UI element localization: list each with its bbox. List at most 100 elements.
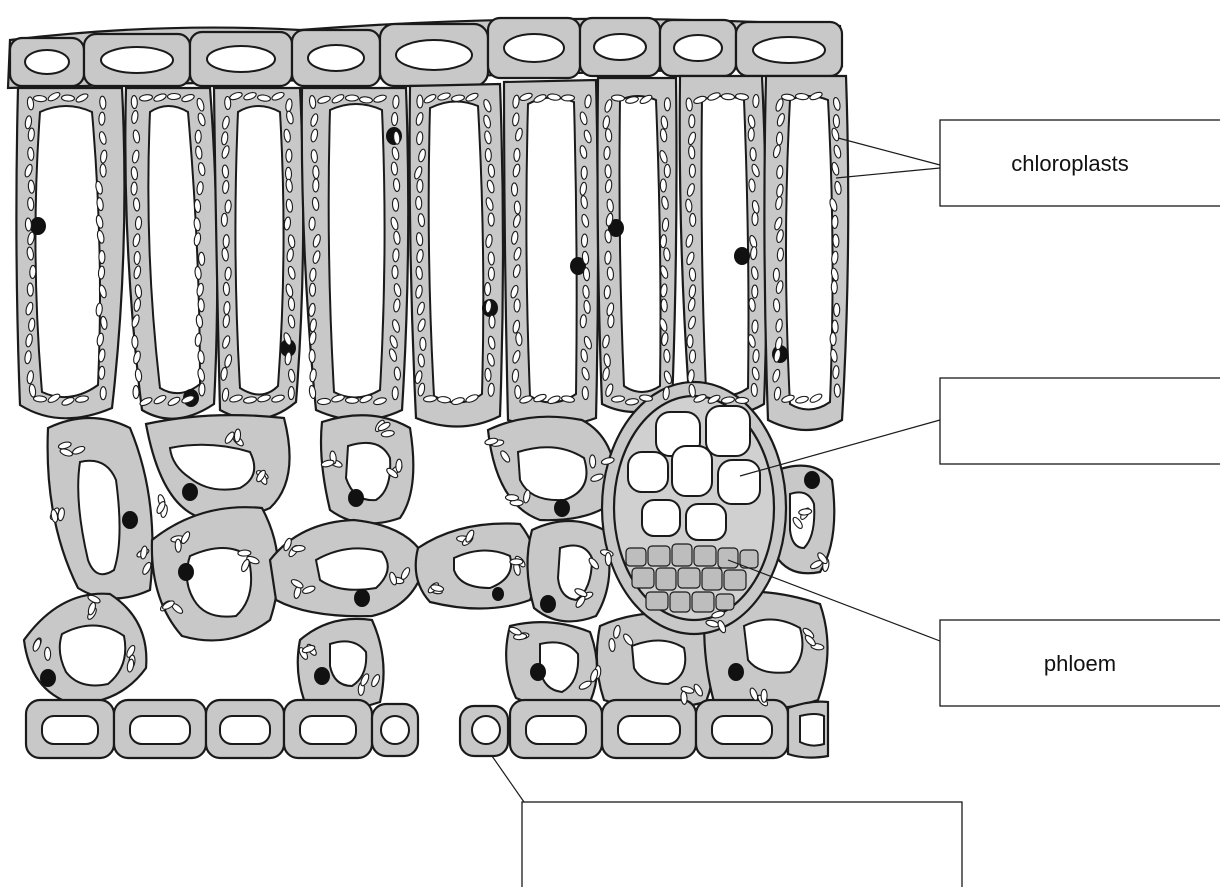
chloroplast <box>607 314 614 327</box>
chloroplast <box>583 268 590 281</box>
chloroplast <box>689 164 695 177</box>
chloroplast <box>345 397 358 403</box>
lower-epidermis <box>26 700 828 758</box>
chloroplast <box>396 459 403 472</box>
chloroplast <box>312 166 319 179</box>
chloroplast <box>514 299 521 312</box>
chloroplast <box>832 320 839 333</box>
chloroplast <box>391 112 397 125</box>
chloroplast <box>514 201 521 214</box>
chloroplast <box>285 167 291 180</box>
chloroplast <box>561 95 574 101</box>
chloroplast <box>420 337 426 350</box>
chloroplast <box>832 215 838 228</box>
chloroplast <box>751 383 758 396</box>
chloroplast <box>392 198 399 211</box>
chloroplast <box>721 93 734 100</box>
chloroplast <box>313 179 319 192</box>
chloroplast <box>489 315 495 328</box>
chloroplast <box>582 386 589 399</box>
chloroplast <box>831 281 837 294</box>
chloroplast <box>750 148 757 161</box>
phloem-label: phloem <box>1044 651 1116 676</box>
label-box-chloroplasts: chloroplasts <box>940 120 1220 206</box>
vascular-bundle <box>602 382 786 634</box>
chloroplast <box>834 303 840 316</box>
chloroplast <box>309 350 315 363</box>
chloroplast <box>660 179 666 192</box>
chloroplast <box>133 386 139 399</box>
chloroplast <box>223 282 230 295</box>
chloroplast <box>604 286 611 299</box>
chloroplast <box>485 148 491 161</box>
chloroplast <box>132 335 139 348</box>
chloroplast <box>514 385 521 398</box>
chloroplast <box>131 182 138 195</box>
chloroplast <box>488 267 494 280</box>
chloroplast <box>752 213 758 226</box>
chloroplast <box>198 299 205 312</box>
chloroplast <box>834 384 841 397</box>
chloroplast <box>510 559 523 565</box>
chloroplast <box>605 552 611 565</box>
chloroplast <box>175 539 181 552</box>
chloroplast <box>488 252 495 265</box>
chloroplast <box>777 248 784 261</box>
chloroplast <box>317 398 330 405</box>
chloroplast <box>748 128 754 141</box>
chloroplasts-leader-line-2 <box>836 168 940 178</box>
chloroplast <box>198 252 205 265</box>
chloroplast <box>488 213 494 226</box>
chloroplast <box>485 368 492 381</box>
chloroplast <box>514 148 521 161</box>
chloroplast <box>833 115 840 128</box>
chloroplast <box>346 95 359 101</box>
chloroplast <box>488 383 495 396</box>
chloroplast <box>761 689 767 702</box>
chloroplast <box>589 455 596 468</box>
chloroplast <box>417 179 423 192</box>
chloroplasts-label: chloroplasts <box>1011 151 1128 176</box>
chloroplast <box>417 95 423 108</box>
chloroplast <box>286 149 292 162</box>
chloroplast <box>664 98 670 111</box>
chloroplast <box>33 396 46 403</box>
chloroplast <box>832 234 839 247</box>
chloroplast <box>689 115 695 128</box>
chloroplast <box>605 165 612 178</box>
chloroplast <box>238 550 251 556</box>
chloroplast <box>392 249 399 262</box>
label-box-phloem: phloem <box>940 620 1220 706</box>
chloroplast <box>689 350 696 363</box>
label-box-blank-2 <box>522 802 962 887</box>
chloroplast <box>392 387 398 400</box>
chloroplast <box>752 285 758 298</box>
chloroplast <box>131 95 138 108</box>
chloroplast <box>511 183 517 196</box>
chloroplast <box>134 251 141 264</box>
chloroplast <box>604 251 611 264</box>
chloroplast <box>664 164 670 177</box>
chloroplast <box>776 132 783 145</box>
chloroplast <box>44 647 50 660</box>
chloroplast <box>27 283 33 296</box>
stoma-leader-line <box>492 756 524 802</box>
chloroplast <box>309 283 315 296</box>
chloroplast <box>485 283 491 296</box>
chloroplast <box>100 387 106 400</box>
chloroplast <box>135 216 142 229</box>
chloroplast <box>99 112 106 125</box>
chloroplast <box>29 265 36 278</box>
chloroplast <box>195 130 201 143</box>
chloroplast <box>690 213 696 226</box>
chloroplast <box>392 266 398 279</box>
chloroplast <box>223 235 230 248</box>
chloroplast <box>199 383 205 396</box>
chloroplast <box>505 494 518 500</box>
chloroplast <box>100 164 107 177</box>
chloroplast <box>309 217 316 230</box>
label-box-blank-1 <box>940 378 1220 464</box>
chloroplast <box>288 387 294 400</box>
chloroplast <box>98 366 105 379</box>
